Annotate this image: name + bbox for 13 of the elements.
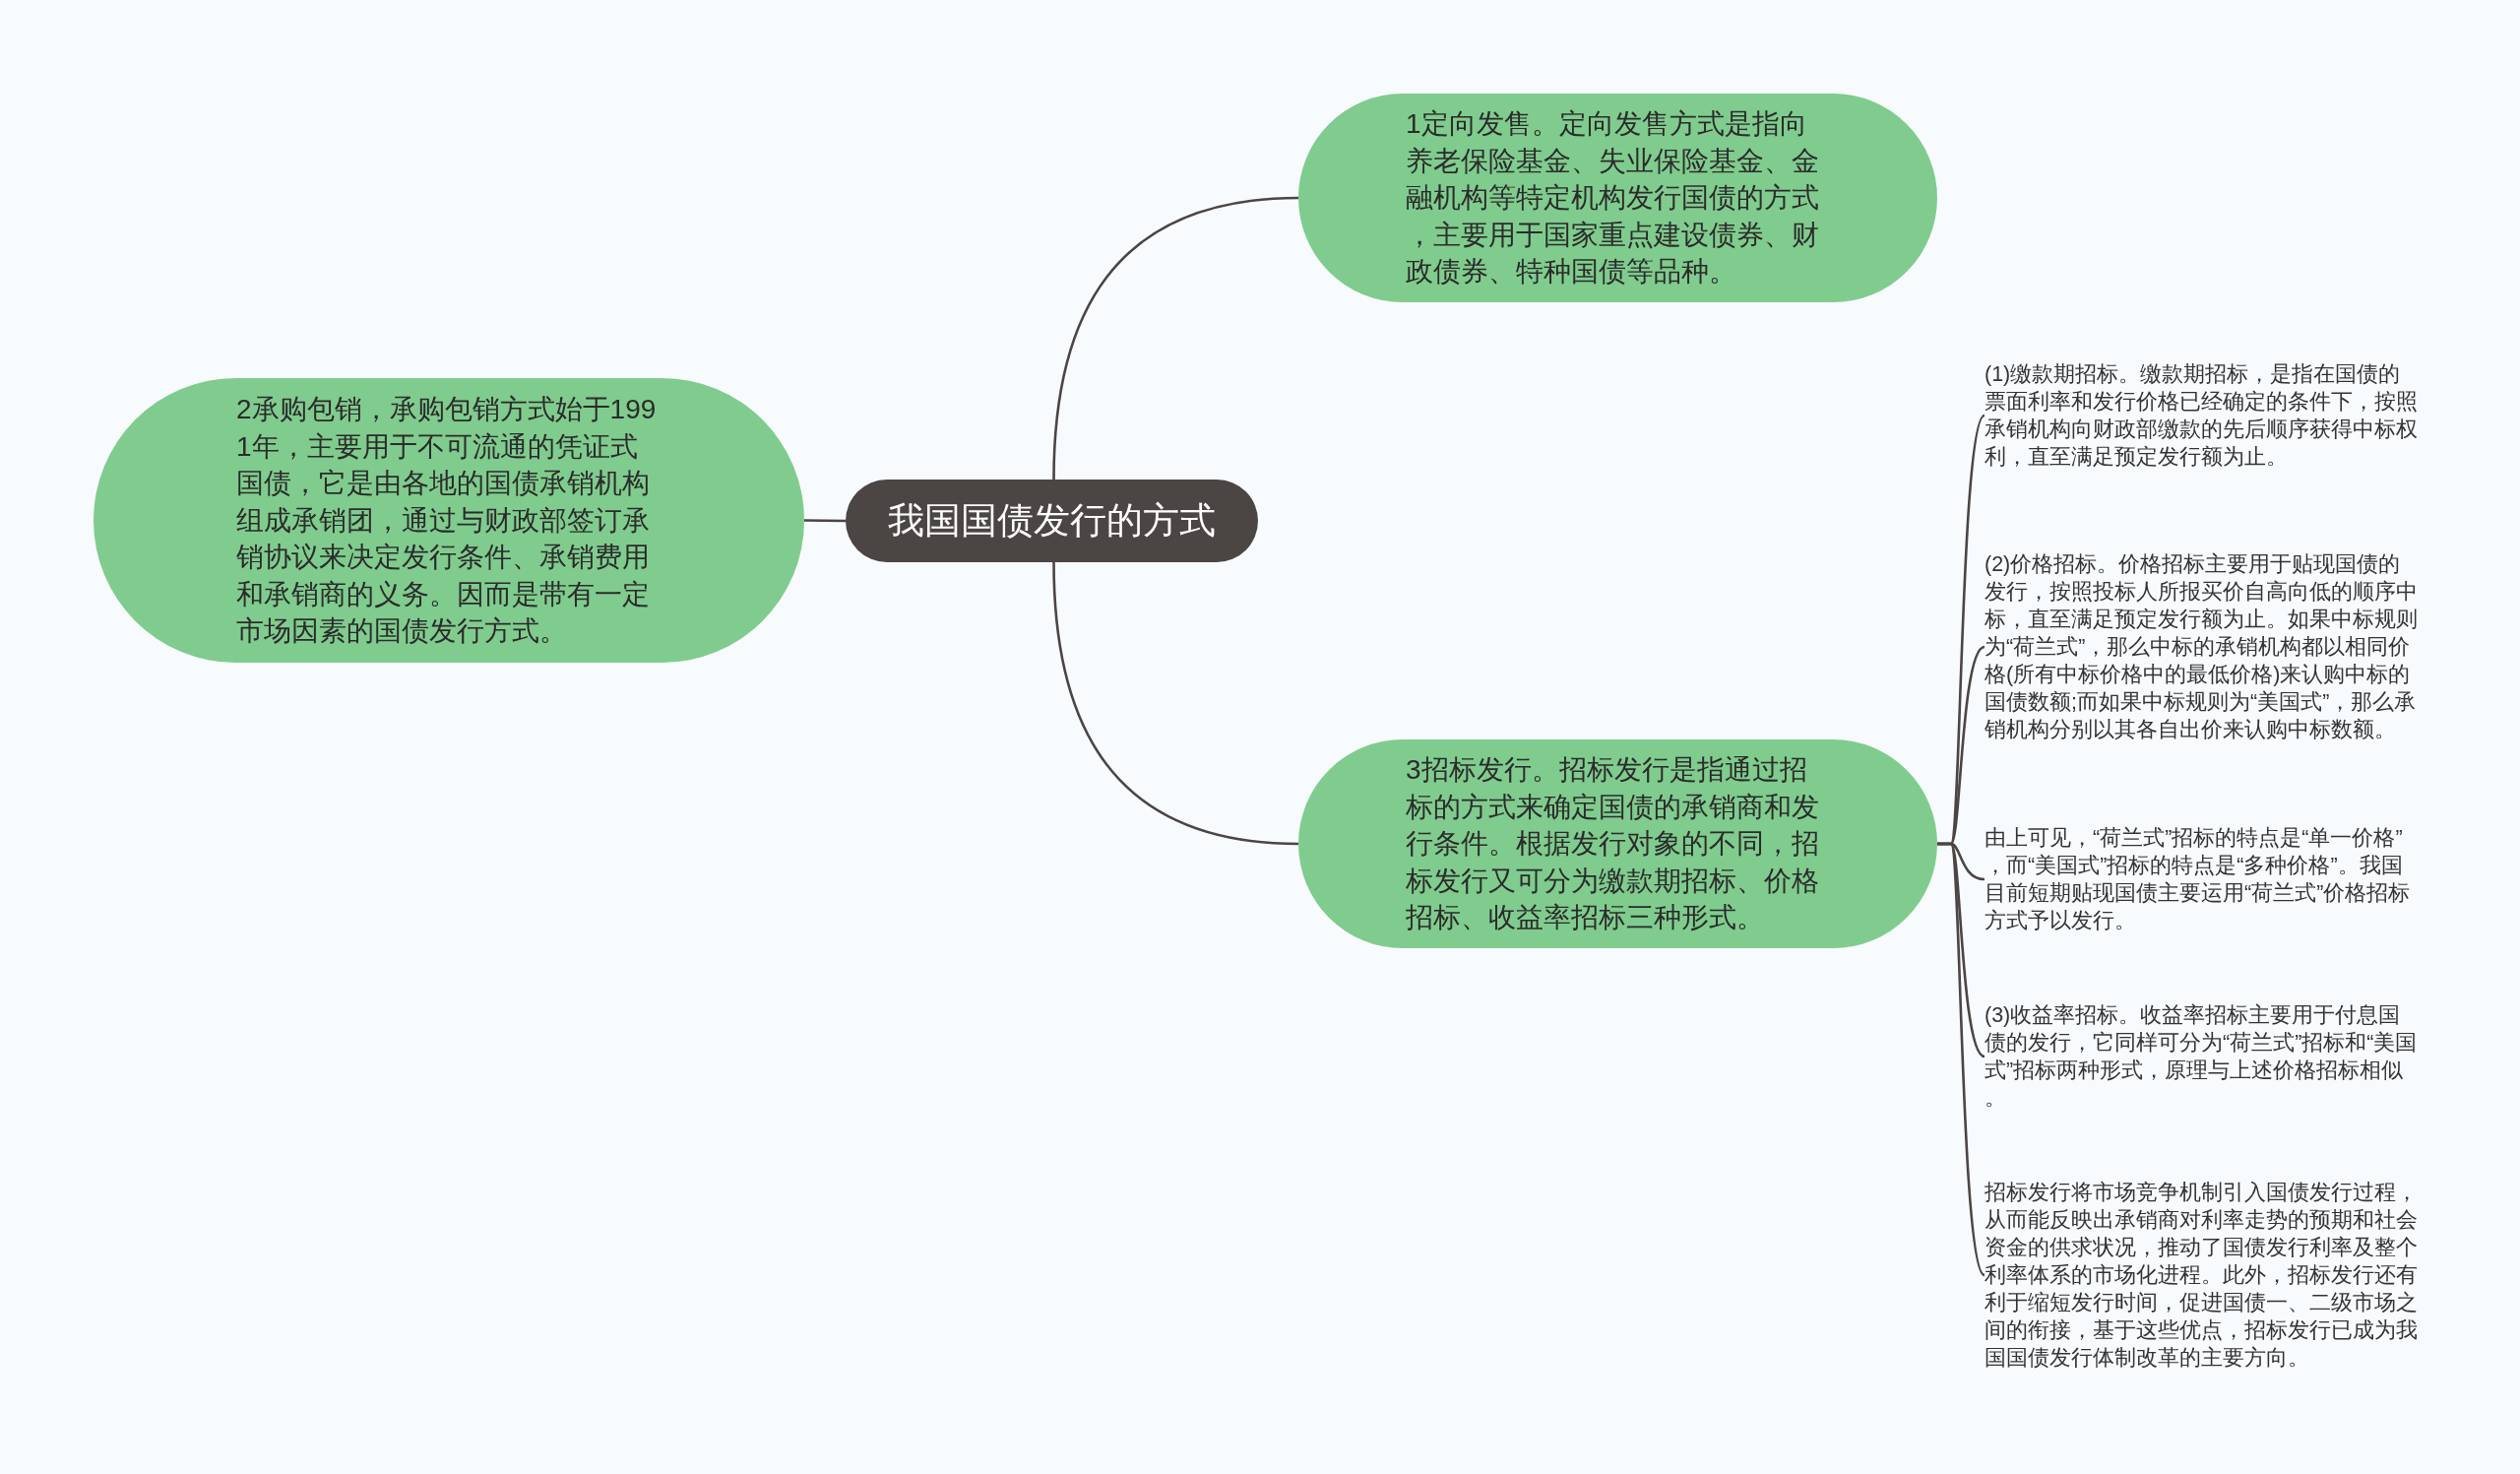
note-text: (3)收益率招标。收益率招标主要用于付息国债的发行，它同样可分为“荷兰式”招标和“美国式”招标两种形式，原理与上述价格招标相似。 bbox=[1984, 1001, 2418, 1112]
note-text: 由上可见，“荷兰式”招标的特点是“单一价格”，而“美国式”招标的特点是“多种价格”。我国目前短期贴现国债主要运用“荷兰式”价格招标方式予以发行。 bbox=[1984, 824, 2418, 934]
connector-line bbox=[1937, 842, 1986, 1276]
connector-line bbox=[804, 519, 846, 523]
topic-text: 3招标发行。招标发行是指通过招标的方式来确定国债的承销商和发行条件。根据发行对象的不同，招标发行又可分为缴款期招标、价格招标、收益率招标三种形式。 bbox=[1406, 753, 1820, 935]
note-text: (2)价格招标。价格招标主要用于贴现国债的发行，按照投标人所报买价自高向低的顺序中标，直至满足预定发行额为止。如果中标规则为“荷兰式”，那么中标的承销机构都以相同价格(所有中标价格中的最低价格)来认购中标的国债数额;而如果中标规则为“美国式”，那么承销机构分别以其各自出价来认购中标数额。 bbox=[1984, 550, 2418, 743]
note-text: (1)缴款期招标。缴款期招标，是指在国债的票面利率和发行价格已经确定的条件下，按照承销机构向财政部缴款的先后顺序获得中标权利，直至满足预定发行额为止。 bbox=[1984, 360, 2418, 471]
note-text: 招标发行将市场竞争机制引入国债发行过程，从而能反映出承销商对利率走势的预期和社会资金的供求状况，推动了国债发行利率及整个利率体系的市场化进程。此外，招标发行还有利于缩短发行时间，促进国债一、二级市场之间的衔接，基于这些优点，招标发行已成为我国国债发行体制改革的主要方向。 bbox=[1984, 1179, 2418, 1372]
topic-title: 我国国债发行的方式 bbox=[888, 499, 1216, 543]
topic-text: 1定向发售。定向发售方式是指向养老保险基金、失业保险基金、金融机构等特定机构发行国债的方式，主要用于国家重点建设债券、财政债券、特种国债等品种。 bbox=[1406, 107, 1820, 289]
connector-line bbox=[1052, 561, 1299, 846]
connector-line bbox=[1052, 196, 1299, 481]
topic-text: 2承购包销，承购包销方式始于1991年，主要用于不可流通的凭证式国债，它是由各地的国债承销机构组成承销团，通过与财政部签订承销协议来决定发行条件、承销费用和承销商的义务。因而是带有一定市场因素的国债发行方式。 bbox=[236, 393, 658, 649]
